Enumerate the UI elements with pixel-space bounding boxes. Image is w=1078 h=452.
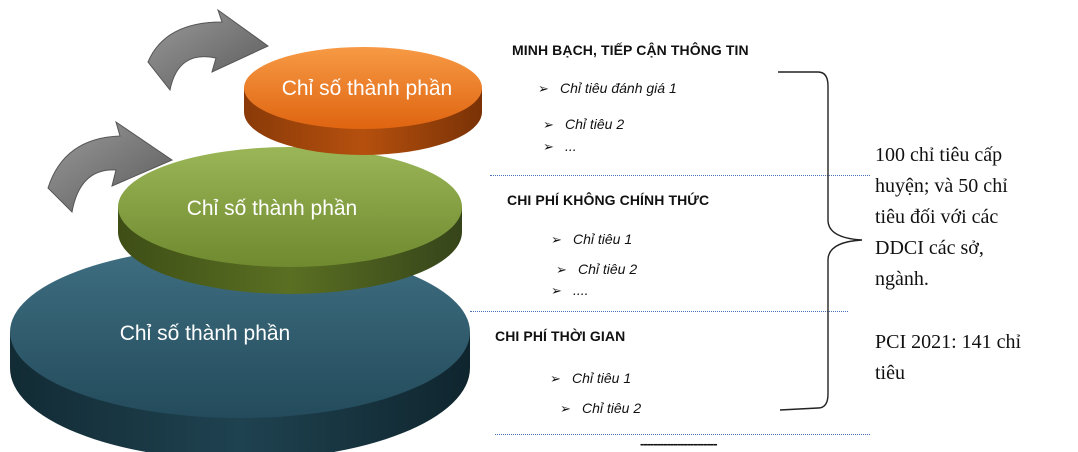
list-item: ➢ Chỉ tiêu 2 (543, 116, 624, 133)
note-line: huyện; và 50 chỉ (875, 175, 1008, 197)
item-label: Chỉ tiêu 2 (578, 261, 638, 277)
note-line: DDCI các sở, (875, 237, 984, 259)
item-label: Chỉ tiêu 1 (573, 231, 633, 247)
indicator-count-note: 100 chỉ tiêu cấp huyện; và 50 chỉ tiêu đ… (875, 140, 1075, 295)
list-item: ➢ Chỉ tiêu 2 (556, 261, 637, 278)
disk-middle-label: Chỉ số thành phần (187, 197, 357, 220)
item-label: Chỉ tiêu 2 (582, 400, 642, 416)
bullet-arrow-icon: ➢ (556, 262, 567, 277)
bullet-arrow-icon: ➢ (560, 401, 571, 416)
note-line: ngành. (875, 268, 929, 290)
disk-top: Chỉ số thành phần (244, 47, 482, 155)
curved-arrow-upper-icon (147, 8, 269, 92)
stacked-disks-diagram: Chỉ số thành phần Chỉ số thành phần Chỉ … (10, 8, 482, 452)
item-label: Chỉ tiêu đánh giá 1 (560, 80, 677, 96)
list-item: ➢ Chỉ tiêu 2 (560, 400, 641, 417)
note-line: PCI 2021: 141 chỉ (875, 331, 1022, 353)
item-label: ... (565, 138, 577, 154)
note-line: tiêu đối với các (875, 206, 999, 228)
bullet-arrow-icon: ➢ (538, 81, 549, 96)
item-label: Chỉ tiêu 2 (565, 116, 625, 132)
bullet-arrow-icon: ➢ (543, 117, 554, 132)
right-brace-icon (778, 71, 863, 411)
list-item: ➢ Chỉ tiêu 1 (551, 231, 632, 248)
bottom-dashes: ----------------------- (640, 436, 718, 451)
note-line: tiêu (875, 362, 905, 384)
section-divider (490, 175, 870, 176)
pci-2021-note: PCI 2021: 141 chỉ tiêu (875, 327, 1075, 389)
list-item: ➢.... (551, 282, 589, 299)
item-label: Chỉ tiêu 1 (572, 370, 632, 386)
section-divider (495, 434, 870, 435)
curved-arrow-lower-icon (47, 120, 174, 214)
bullet-arrow-icon: ➢ (550, 371, 561, 386)
disk-middle: Chỉ số thành phần (118, 147, 462, 294)
section-title-minh-bach: MINH BẠCH, TIẾP CẬN THÔNG TIN (512, 42, 749, 58)
section-title-chi-phi-thoi-gian: CHI PHÍ THỜI GIAN (495, 328, 626, 344)
bullet-arrow-icon: ➢ (551, 283, 562, 298)
section-title-chi-phi-khong-chinh-thuc: CHI PHÍ KHÔNG CHÍNH THỨC (507, 192, 710, 208)
bullet-arrow-icon: ➢ (543, 139, 554, 154)
item-label: .... (573, 282, 589, 298)
bullet-arrow-icon: ➢ (551, 232, 562, 247)
disk-bottom-label: Chỉ số thành phần (120, 322, 290, 345)
list-item: ➢ Chỉ tiêu đánh giá 1 (538, 80, 677, 97)
note-line: 100 chỉ tiêu cấp (875, 144, 1003, 166)
disk-top-label: Chỉ số thành phần (282, 77, 452, 100)
list-item: ➢... (543, 138, 577, 155)
section-divider (470, 311, 848, 312)
list-item: ➢ Chỉ tiêu 1 (550, 370, 631, 387)
